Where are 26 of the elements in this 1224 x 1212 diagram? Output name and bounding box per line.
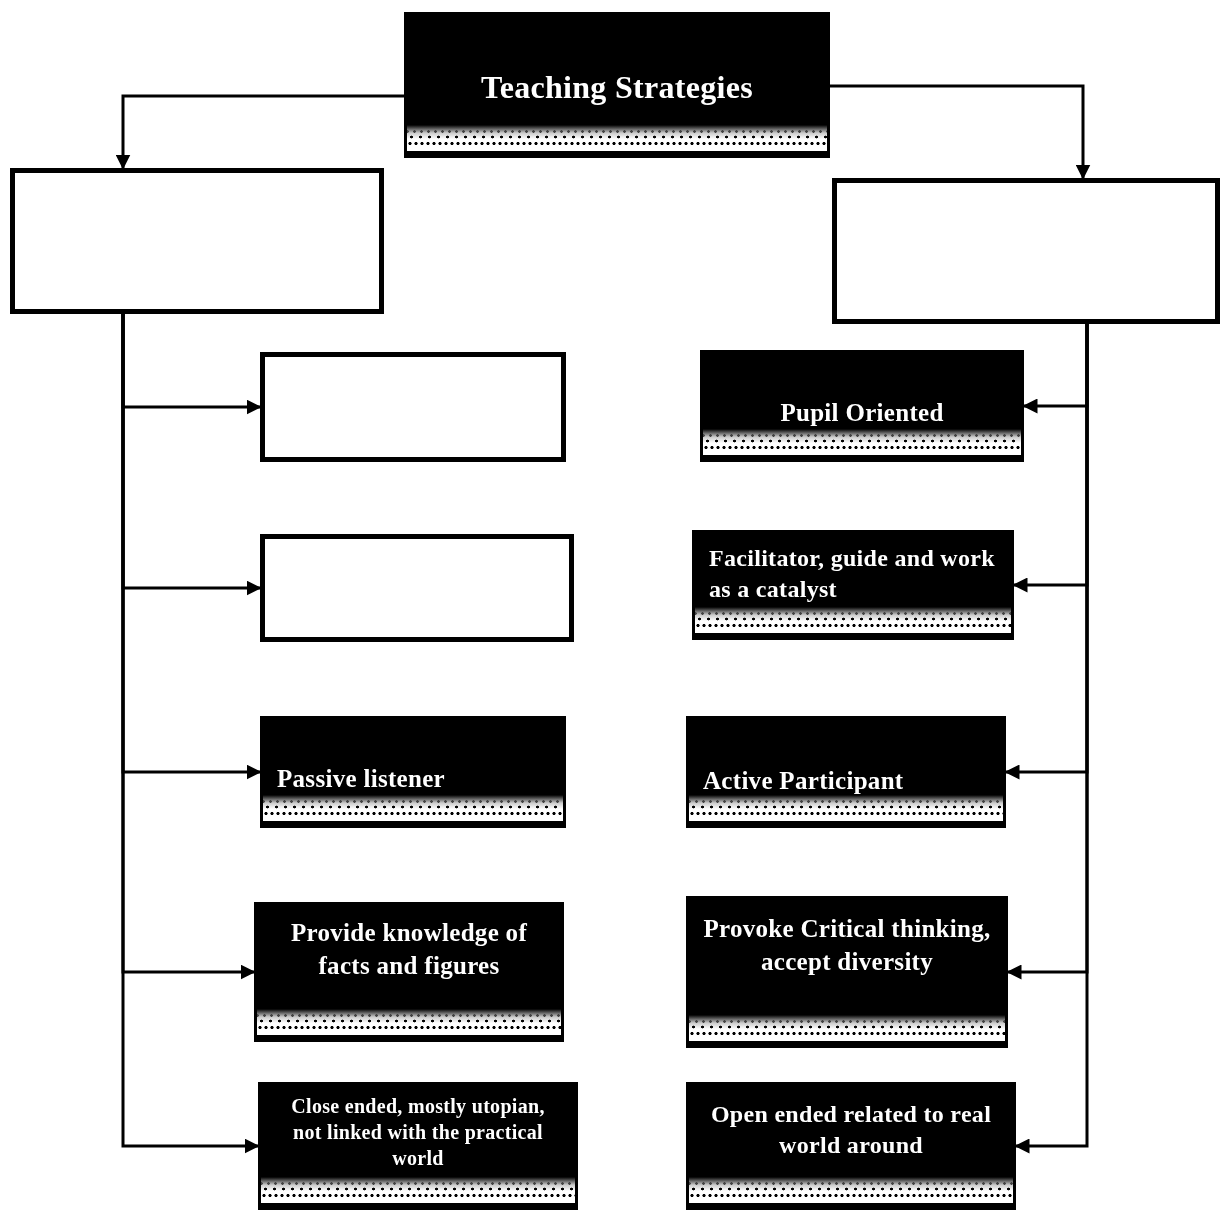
process-box [254, 902, 564, 1042]
node-label: Provoke Critical thinking, accept diversity [703, 914, 991, 977]
node-label: Passive listener [277, 764, 445, 794]
empty-box [260, 352, 566, 462]
process-box [692, 530, 1014, 640]
process-box [260, 716, 566, 828]
node-label: Close ended, mostly utopian, not linked with the practical world [290, 1094, 546, 1171]
empty-box [832, 178, 1220, 324]
process-box [258, 1082, 578, 1210]
arrow [115, 94, 404, 170]
node-label: Provide knowledge of facts and figures [289, 918, 529, 981]
arrow [1014, 324, 1089, 1154]
node-label: Facilitator, guide and work as a catalyst [709, 544, 996, 605]
arrow [830, 84, 1091, 180]
empty-box [260, 534, 574, 642]
node-label: Open ended related to real world around [709, 1100, 993, 1161]
process-box [700, 350, 1024, 462]
process-box [404, 12, 830, 158]
empty-box [10, 168, 384, 314]
node-label: Active Participant [703, 766, 904, 796]
title-label: Teaching Strategies [480, 68, 754, 107]
node-label: Pupil Oriented [780, 398, 944, 428]
process-box [686, 896, 1008, 1048]
process-box [686, 716, 1006, 828]
arrow [121, 314, 260, 1154]
process-box [686, 1082, 1016, 1210]
